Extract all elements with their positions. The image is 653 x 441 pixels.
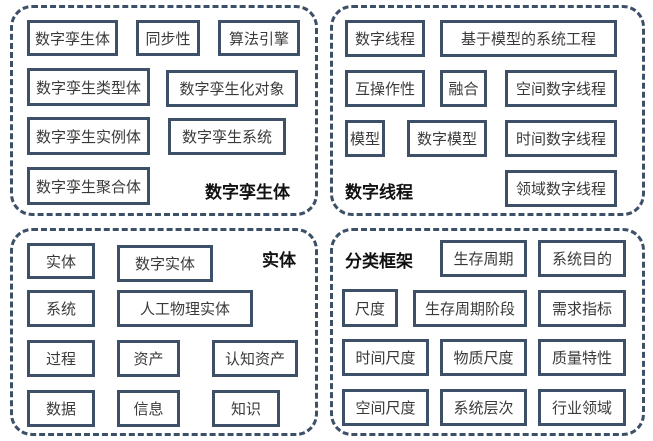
concept-box: 数字孪生聚合体 [27,167,150,205]
concept-box: 需求指标 [538,290,626,327]
concept-box: 人工物理实体 [117,290,253,327]
concept-box: 实体 [27,243,95,279]
concept-box: 信息 [117,390,180,427]
concept-box: 时间数字线程 [505,120,617,157]
concept-box: 质量特性 [538,339,626,376]
concept-box: 物质尺度 [440,339,527,376]
concept-box: 过程 [27,340,95,377]
concept-box: 系统层次 [440,389,527,426]
concept-box: 系统目的 [538,240,626,277]
group-digital-thread [330,5,645,216]
concept-box: 行业领域 [538,389,626,426]
concept-box: 融合 [440,70,487,107]
group-entity [10,228,318,436]
group-classification [330,228,645,436]
concept-box: 系统 [27,290,95,327]
concept-box: 互操作性 [345,70,425,107]
concept-box: 尺度 [342,289,398,327]
concept-box: 知识 [212,390,280,427]
concept-box: 空间尺度 [342,389,429,426]
group-title-entity: 实体 [262,251,296,271]
concept-box: 空间数字线程 [505,70,617,107]
concept-box: 数字孪生体 [27,20,118,56]
concept-box: 数字孪生实例体 [27,117,150,155]
group-title-classification: 分类框架 [345,252,413,272]
concept-box: 资产 [117,340,180,377]
concept-box: 认知资产 [212,340,298,377]
concept-box: 数字线程 [345,20,425,57]
concept-box: 数据 [27,390,95,427]
group-digital-twin [10,5,318,216]
concept-box: 生存周期 [440,240,527,277]
group-title-digital-twin: 数字孪生体 [205,183,290,203]
group-title-digital-thread: 数字线程 [345,183,413,203]
concept-box: 数字孪生系统 [168,118,286,155]
concept-box: 领域数字线程 [505,170,617,207]
concept-box: 模型 [345,120,385,157]
concept-box: 数字实体 [117,245,213,282]
concept-box: 时间尺度 [342,339,429,376]
concept-box: 数字孪生化对象 [166,70,298,107]
concept-box: 基于模型的系统工程 [440,20,617,57]
concept-box: 数字孪生类型体 [27,68,150,106]
concept-box: 同步性 [136,20,200,56]
concept-box: 生存周期阶段 [413,290,527,327]
concept-box: 数字模型 [407,120,487,157]
concept-box: 算法引擎 [218,20,300,56]
